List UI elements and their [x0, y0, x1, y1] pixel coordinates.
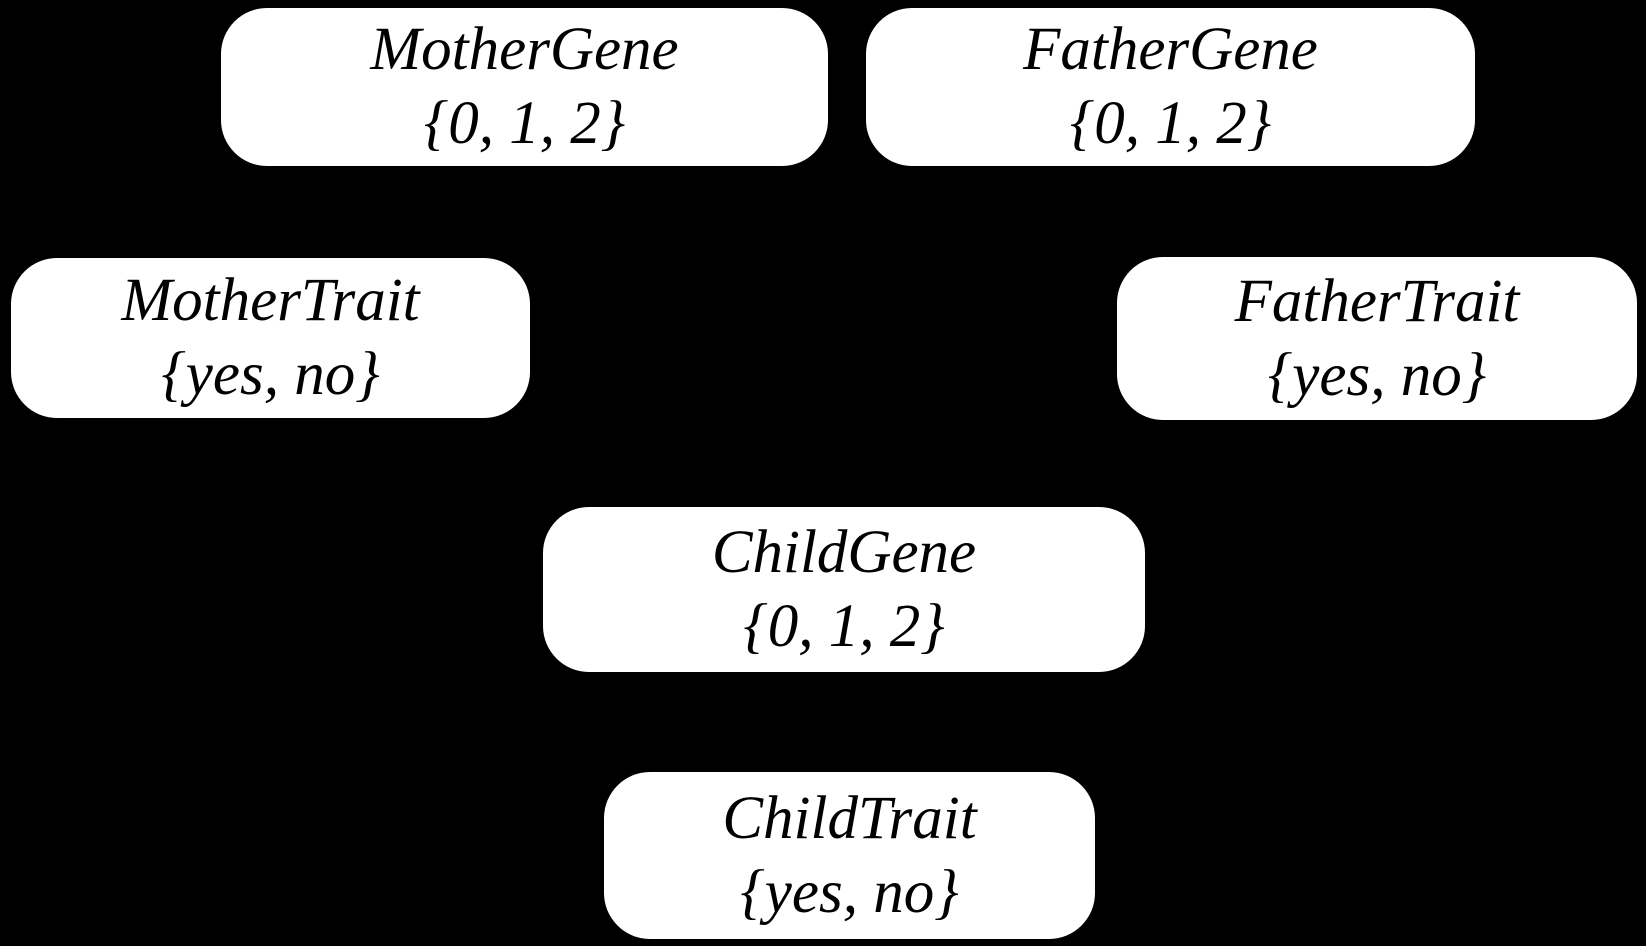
node-domain: {yes, no}: [1267, 341, 1487, 409]
node-title: FatherTrait: [1234, 267, 1520, 335]
node-domain: {yes, no}: [740, 858, 959, 926]
node-domain: {0, 1, 2}: [1069, 90, 1272, 157]
node-mother-trait: MotherTrait {yes, no}: [11, 258, 530, 418]
node-title: ChildTrait: [722, 784, 977, 852]
node-child-trait: ChildTrait {yes, no}: [604, 772, 1095, 939]
node-title: MotherTrait: [121, 267, 420, 334]
node-title: MotherGene: [370, 16, 679, 83]
node-title: ChildGene: [711, 518, 977, 586]
node-domain: {0, 1, 2}: [743, 592, 945, 660]
node-domain: {yes, no}: [161, 341, 380, 408]
node-father-trait: FatherTrait {yes, no}: [1117, 257, 1637, 420]
node-domain: {0, 1, 2}: [423, 90, 626, 157]
node-child-gene: ChildGene {0, 1, 2}: [543, 507, 1145, 672]
node-father-gene: FatherGene {0, 1, 2}: [866, 8, 1475, 166]
node-title: FatherGene: [1023, 16, 1318, 83]
node-mother-gene: MotherGene {0, 1, 2}: [221, 8, 828, 166]
